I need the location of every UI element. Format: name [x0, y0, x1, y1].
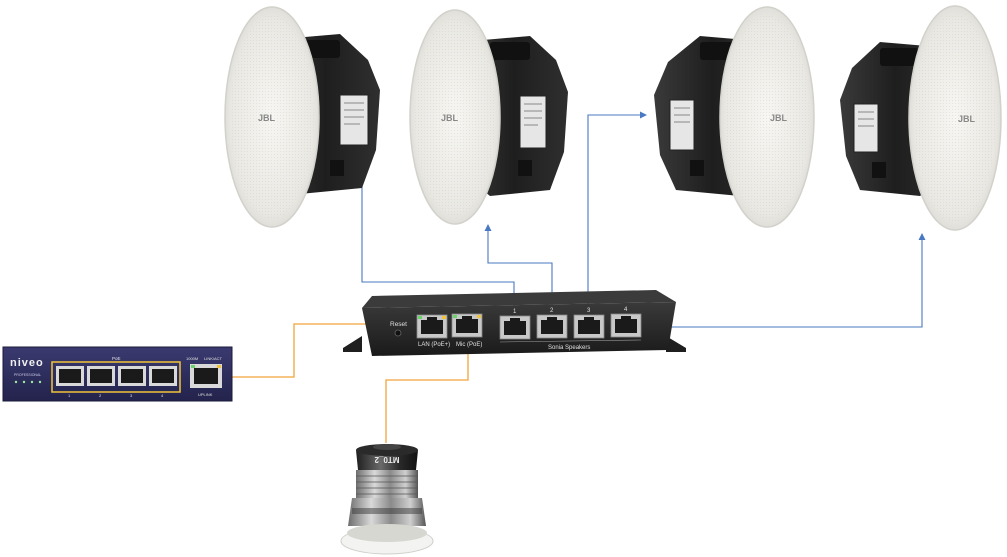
speaker-4: JBL [840, 5, 1002, 231]
hub-port-number-4: 4 [624, 307, 628, 313]
speaker-3: JBL [654, 6, 815, 228]
speaker-1: JBL [224, 6, 380, 228]
hub-speaker-port-1[interactable] [499, 315, 531, 340]
speaker-4-logo: JBL [958, 114, 976, 124]
hub-port-number-3: 3 [587, 308, 591, 314]
cable-switch-to-hub-lan [224, 323, 433, 378]
arrow-speaker2 [484, 224, 492, 231]
arrow-speaker3 [640, 111, 647, 119]
hub-lan-label: LAN (PoE+) [418, 342, 450, 348]
switch-brand: niveo [10, 357, 44, 369]
hub-speaker-port-2[interactable] [536, 314, 568, 339]
switch-port-3[interactable] [118, 366, 146, 386]
speaker-2: JBL [409, 9, 568, 225]
switch-port-1[interactable] [56, 366, 84, 386]
switch-uplink-header-right: LINK/ACT [204, 356, 223, 361]
hub-speaker-port-3[interactable] [573, 314, 605, 339]
cable-mic-to-hub [385, 331, 469, 443]
hub-speaker-port-4[interactable] [610, 313, 642, 338]
hub-reset-label: Reset [390, 321, 407, 328]
cable-port4-to-speaker4 [640, 240, 923, 328]
switch-poe-header: PoE [112, 356, 121, 361]
hub-reset-button[interactable] [394, 329, 402, 337]
arrow-speaker4 [918, 233, 926, 240]
mic-model-label: MT0_2 [374, 455, 399, 464]
ceiling-microphone: MT0_2 [340, 444, 434, 555]
speaker-hub: Reset LAN (PoE+) Mic (PoE) [343, 290, 686, 356]
switch-port-2[interactable] [87, 366, 115, 386]
speaker-3-logo: JBL [770, 113, 788, 123]
switch-port-number-4: 4 [161, 393, 164, 398]
hub-lan-port[interactable] [416, 314, 448, 339]
cable-port3-to-speaker3 [587, 114, 640, 322]
hub-speakers-label: Sonia Speakers [548, 345, 590, 351]
speaker-2-logo: JBL [441, 113, 459, 123]
hub-port-number-1: 1 [513, 309, 517, 315]
switch-port-4[interactable] [149, 366, 177, 386]
poe-switch: niveo PROFESSIONAL PoE 1 2 3 4 1000M [2, 346, 233, 402]
hub-mic-label: Mic (PoE) [456, 342, 482, 348]
switch-uplink-port[interactable] [190, 364, 222, 388]
speaker-1-logo: JBL [258, 113, 276, 123]
switch-port-number-1: 1 [68, 393, 71, 398]
switch-port-number-2: 2 [99, 393, 102, 398]
switch-uplink-header-left: 1000M [186, 356, 198, 361]
switch-uplink-label: UPLINK [198, 392, 213, 397]
switch-port-number-3: 3 [130, 393, 133, 398]
hub-mic-port[interactable] [451, 313, 483, 338]
switch-sub-brand: PROFESSIONAL [14, 373, 41, 377]
hub-port-number-2: 2 [550, 308, 554, 314]
